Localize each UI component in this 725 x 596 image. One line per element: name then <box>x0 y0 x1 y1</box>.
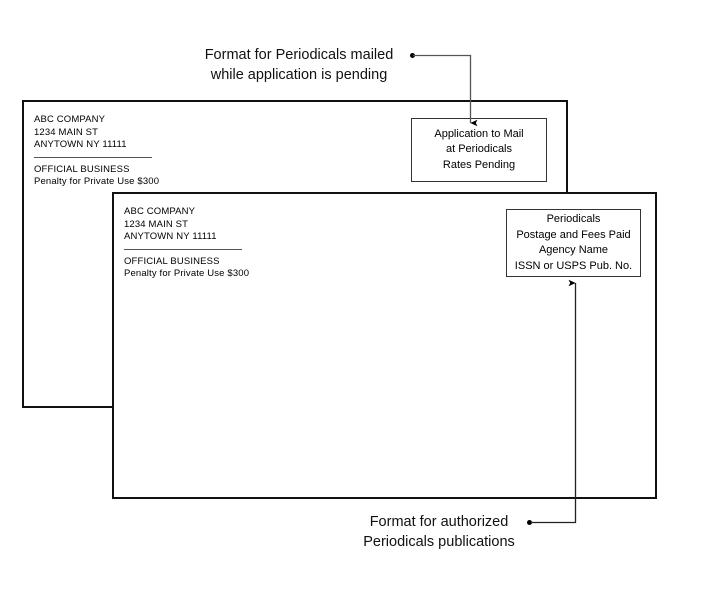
leader-dot-authorized <box>527 520 532 525</box>
permit-line-1: Application to Mail <box>434 127 524 140</box>
return-address-street: 1234 MAIN ST <box>124 218 189 230</box>
caption-line-2: Periodicals publications <box>363 534 515 550</box>
official-business-label: OFFICIAL BUSINESS <box>34 163 130 175</box>
penalty-notice-label: Penalty for Private Use $300 <box>124 268 250 279</box>
return-address-company: ABC COMPANY <box>34 114 106 125</box>
return-address-divider <box>34 156 152 158</box>
permit-line-3: Rates Pending <box>442 158 516 171</box>
return-address-divider <box>124 248 242 250</box>
caption-line-1: Format for Periodicals mailed <box>204 47 394 63</box>
caption-format-pending: Format for Periodicals mailed while appl… <box>186 45 412 85</box>
caption-format-authorized: Format for authorized Periodicals public… <box>349 512 529 552</box>
penalty-notice-label: Penalty for Private Use $300 <box>34 176 160 187</box>
permit-line-2: at Periodicals <box>445 143 513 156</box>
permit-line-1: Periodicals <box>546 213 601 225</box>
return-address-company: ABC COMPANY <box>124 206 196 217</box>
permit-line-4: ISSN or USPS Pub. No. <box>514 259 633 272</box>
return-address-street: 1234 MAIN ST <box>34 126 99 138</box>
permit-box-periodicals-indicia: Periodicals Postage and Fees Paid Agency… <box>506 209 641 277</box>
permit-box-application-pending: Application to Mail at Periodicals Rates… <box>411 118 547 182</box>
return-address-city-state-zip: ANYTOWN NY 11111 <box>124 231 217 242</box>
return-address-city-state-zip: ANYTOWN NY 11111 <box>34 139 127 150</box>
return-address-block-authorized: ABC COMPANY 1234 MAIN ST ANYTOWN NY 1111… <box>124 206 249 281</box>
caption-line-2: while application is pending <box>210 67 388 83</box>
leader-dot-pending <box>410 53 415 58</box>
permit-line-2: Postage and Fees Paid <box>516 228 631 241</box>
caption-line-1: Format for authorized <box>369 514 509 530</box>
return-address-block-pending: ABC COMPANY 1234 MAIN ST ANYTOWN NY 1111… <box>34 114 159 189</box>
official-business-label: OFFICIAL BUSINESS <box>124 255 220 267</box>
permit-line-3: Agency Name <box>538 244 609 256</box>
